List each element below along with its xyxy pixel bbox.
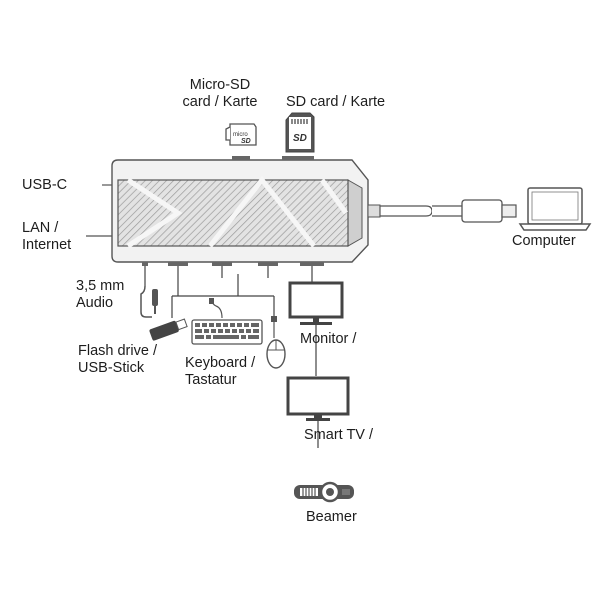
micro-sd-icon-sd: SD [241, 138, 251, 145]
hub-panel-chevron-left [126, 177, 183, 249]
usb-port-2 [212, 262, 232, 266]
usb-port-3 [258, 262, 278, 266]
micro-sd-icon-text: micro [233, 132, 248, 138]
lan-label-line1: LAN / [22, 220, 59, 236]
mouse-icon [266, 316, 286, 369]
beamer-icon [294, 481, 354, 503]
usb-hub [111, 156, 369, 266]
micro-sd-label-line1: Micro-SD [189, 77, 251, 93]
audio-label: 3,5 mm Audio [76, 278, 124, 312]
keyboard-label-line1: Keyboard / [185, 355, 256, 371]
hub-end-cap [347, 179, 363, 247]
audio-label-line1: 3,5 mm [76, 278, 125, 294]
micro-sd-label-line2: card / Karte [182, 94, 258, 110]
micro-sd-slot [232, 156, 250, 160]
sd-card-label: SD card / Karte [286, 94, 386, 110]
lan-label-line2: Internet [22, 237, 72, 253]
sd-card-slot [282, 156, 314, 160]
computer-label: Computer [512, 233, 576, 249]
port-connection-lines [144, 266, 319, 448]
lan-label: LAN / Internet [22, 220, 71, 254]
sd-card-icon-text: SD [293, 133, 307, 144]
beamer-label: Beamer [306, 509, 357, 525]
laptop-icon [518, 187, 592, 231]
hub-panel-chevron-mid [208, 175, 316, 248]
flash-drive-icon [149, 318, 188, 341]
hub-panel-chevron-right [319, 178, 349, 215]
smart-tv-icon [286, 376, 350, 421]
flash-drive-label-line2: USB-Stick [78, 360, 145, 376]
flash-drive-label-line1: Flash drive / [78, 343, 157, 359]
usb-c-cable [367, 199, 517, 223]
sd-card-icon: SD [285, 112, 315, 153]
monitor-label: Monitor / [300, 331, 357, 347]
usb-port-1 [168, 262, 188, 266]
audio-jack-icon [140, 285, 158, 318]
flash-drive-label: Flash drive / USB-Stick [78, 343, 157, 377]
usb-c-label: USB-C [22, 177, 68, 193]
audio-label-line2: Audio [76, 295, 114, 311]
micro-sd-label: Micro-SD card / Karte [174, 77, 266, 111]
hdmi-port [300, 262, 324, 266]
monitor-icon [288, 281, 344, 325]
audio-port [142, 262, 148, 266]
micro-sd-card-icon: micro SD [225, 123, 257, 146]
keyboard-icon [191, 298, 263, 345]
keyboard-label: Keyboard / Tastatur [185, 355, 255, 389]
keyboard-label-line2: Tastatur [185, 372, 237, 388]
smart-tv-label: Smart TV / [304, 427, 374, 443]
